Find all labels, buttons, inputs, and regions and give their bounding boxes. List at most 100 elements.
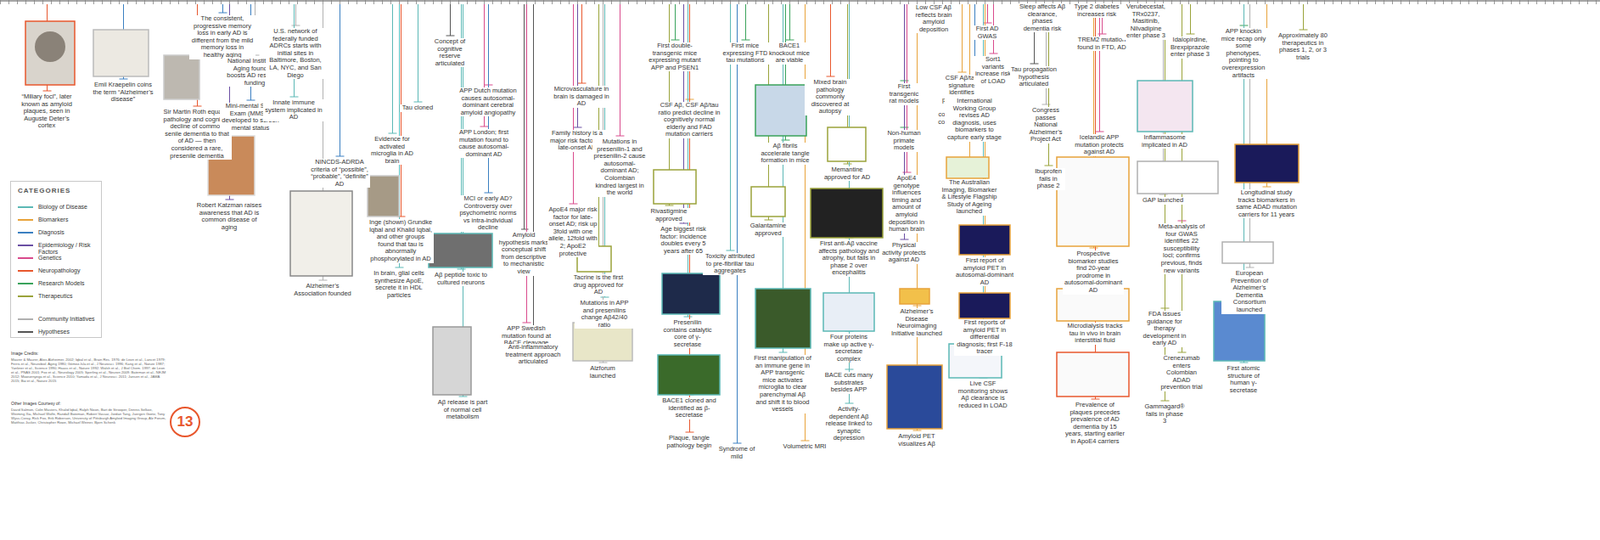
timeline-entry: BACE cuts many substrates besides APP: [822, 371, 876, 394]
timeline-entry: BACE1 knockout mice are viable: [767, 42, 812, 65]
photo: [755, 84, 807, 136]
timeline-entry: NINCDS-ADRDA criteria of “possible”, “pr…: [308, 158, 371, 188]
timeline-entry: Sleep affects Aβ clearance, phases demen…: [1017, 3, 1067, 33]
page-number: 13: [177, 413, 194, 431]
legend-swatch: [17, 231, 34, 234]
timeline-entry: Tacrine is the first drug approved for A…: [568, 274, 629, 297]
legend-swatch: [17, 331, 34, 333]
legend-text: Biology of Disease: [38, 203, 100, 211]
timeline-entry: Amyloid PET visualizes Aβ: [887, 432, 947, 448]
timeline-entry: International Working Group revises AD d…: [944, 97, 1005, 142]
legend-text: Neuropathology: [38, 267, 100, 275]
leader-line: [388, 4, 398, 134]
timeline-entry: Innate immune system implicated in AD: [263, 99, 325, 122]
timeline-entry: Idalopirdine, Brexpiprazole enter phase …: [1167, 36, 1213, 59]
timeline-entry: U.S. network of federally funded ADRCs s…: [265, 28, 326, 79]
photo: [810, 188, 883, 238]
timeline-entry: Syndrome of mild: [711, 445, 763, 461]
logo: [946, 157, 989, 179]
legend-text: Biomarkers: [38, 216, 100, 224]
legend-swatch: [17, 218, 34, 221]
timeline-entry: Verubecestat, TRx0237, Masitinib, Nilvad…: [1122, 3, 1170, 40]
leader-line: [733, 4, 742, 444]
leader-line: [446, 4, 455, 36]
note-text: Other Images Courtesy of:: [10, 400, 168, 406]
pet-image: [887, 364, 943, 429]
leader-line: [573, 4, 583, 128]
legend-text: Therapeutics: [38, 292, 100, 300]
photo: [432, 326, 472, 395]
timeline-entry: Toxicity attributed to pre-fibrillar tau…: [702, 252, 758, 276]
molecule: [751, 186, 786, 217]
photo: [428, 233, 493, 268]
timeline-entry: Microvasculature in brain is damaged in …: [551, 85, 612, 108]
timeline-entry: Emil Kraepelin coins the term “Alzheimer…: [91, 81, 156, 104]
leader-line: [1186, 4, 1196, 34]
leader-line: [785, 4, 795, 40]
leader-line: [414, 4, 423, 102]
timeline-entry: BACE1 cloned and identified as β-secreta…: [659, 397, 719, 420]
pet-image: [1235, 144, 1299, 183]
timeline-entry: Anti-inflammatory treatment approach art…: [504, 343, 562, 366]
leader-line: [958, 4, 967, 73]
timeline-entry: Icelandic APP mutation protects against …: [1069, 134, 1129, 157]
logo: [1222, 241, 1274, 264]
timeline-entry: Plaque, tangle pathology begin: [663, 434, 715, 450]
timeline-entry: Tau propagation hypothesis articulated: [1010, 66, 1058, 89]
timeline-entry: ApoE4 major risk factor for late-onset A…: [547, 206, 599, 258]
legend-text: Genetics: [38, 254, 100, 262]
timeline-entry: ApoE4 genotype influences timing and amo…: [883, 174, 930, 234]
timeline-entry: Alzforum launched: [577, 364, 629, 380]
note-text: CATEGORIES: [16, 186, 99, 196]
timeline-entry: Four proteins make up active γ-secretase…: [822, 333, 876, 363]
timeline-entry: FDA issues guidance for therapy developm…: [1140, 310, 1189, 348]
timeline-entry: CSF Aβ, CSF Aβ/tau ratio predict decline…: [657, 101, 722, 139]
photo: [662, 273, 720, 315]
note-text: David Salmon, Colin Masters, Khalid Iqba…: [10, 407, 168, 425]
timeline-entry: Congress passes National Alzheimer’s Pro…: [1022, 106, 1069, 144]
legend-swatch: [17, 257, 34, 259]
timeline-entry: APP knockin mice recap only some phenoty…: [1218, 28, 1269, 79]
timeline-entry: Tau cloned: [400, 104, 435, 113]
timeline-entry: Evidence for activated microglia in AD b…: [367, 135, 417, 165]
photo: [93, 29, 149, 77]
timeline-entry: First transgenic rat models: [885, 83, 923, 106]
leader-line: [529, 4, 539, 342]
pet-image: [959, 224, 1011, 255]
timeline-entry: Inge (shown) Grundke Iqbal and Khalid Iq…: [367, 218, 434, 264]
timeline-entry: Volumetric MRI: [779, 443, 831, 451]
timeline-entry: First atomic structure of human γ-secret…: [1217, 364, 1270, 394]
legend-swatch: [17, 269, 34, 272]
leader-line: [1095, 4, 1105, 132]
timeline-entry: Sort1 variants increase risk of LOAD: [973, 56, 1013, 85]
timeline-entry: Robert Katzman raises awareness that AD …: [195, 202, 264, 231]
timeline-entry: Mixed brain pathology commonly discovere…: [804, 78, 856, 116]
legend-box: Biology of DiseaseBiomarkersDiagnosisEpi…: [10, 180, 102, 338]
timeline-entry: The consistent, progressive memory loss …: [189, 15, 256, 60]
logo: [899, 288, 930, 304]
chart: [1056, 157, 1129, 247]
timeline-entry: Memantine approved for AD: [821, 166, 873, 181]
timeline-ticks: [0, 0, 1600, 6]
timeline-entry: Aβ peptide toxic to cultured neurons: [431, 271, 491, 287]
timeline-bar: [0, 0, 1600, 2]
timeline-entry: TREM2 mutation found in FTD, AD: [1075, 36, 1129, 51]
pet-image: [959, 292, 1011, 319]
legend-swatch: [17, 318, 34, 320]
timeline-entry: Approximately 80 therapeutics in phases …: [1277, 32, 1329, 62]
legend-text: Community Initiatives: [38, 315, 100, 323]
photo: [163, 55, 200, 100]
timeline-entry: “Miliary foci”, later known as amyloid p…: [16, 93, 77, 130]
timeline-entry: Concept of cognitive reserve articulated: [425, 38, 475, 68]
leader-line: [741, 4, 751, 40]
timeline-entry: Mutations in APP and presenilins change …: [574, 299, 635, 329]
timeline-entry: Alzheimer’s Association founded: [292, 282, 353, 298]
timeline-entry: Age biggest risk factor: incidence doubl…: [653, 225, 713, 255]
molecule: [827, 127, 866, 162]
timeline-entry: Activity-dependent Aβ release linked to …: [822, 405, 876, 443]
photo: [367, 175, 399, 217]
timeline-entry: GAP launched: [1140, 196, 1185, 205]
photo: [25, 21, 75, 85]
legend-swatch: [17, 244, 34, 247]
leader-line: [578, 4, 587, 84]
